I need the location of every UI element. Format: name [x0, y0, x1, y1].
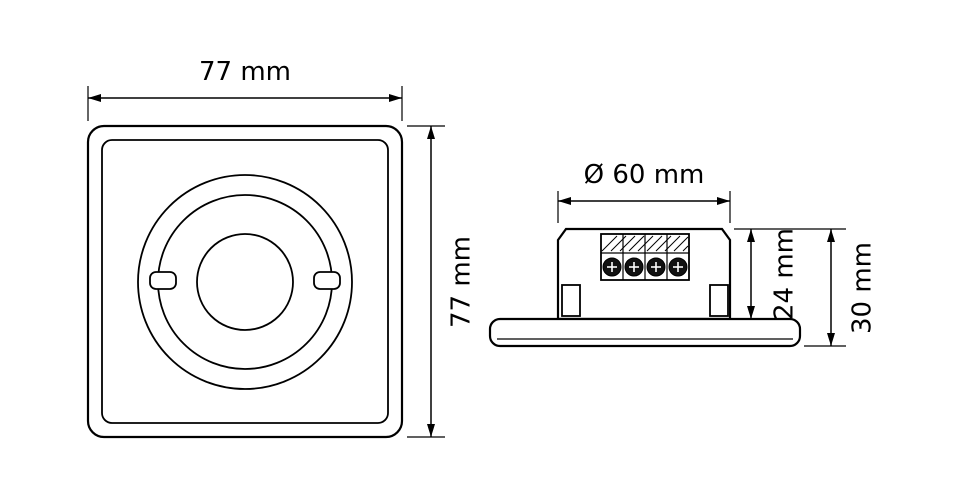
arrow-right [717, 197, 730, 205]
front-width-label: 77 mm [199, 57, 291, 87]
arrow-up [427, 126, 435, 139]
arrow-down [427, 424, 435, 437]
front-outer-ring [137, 174, 353, 390]
side-diameter-dimension: Ø 60 mm [557, 160, 731, 223]
front-height-dimension: 77 mm [407, 125, 477, 438]
side-recess-height-label: 24 mm [770, 228, 800, 320]
arrow-left [558, 197, 571, 205]
terminal-screws [602, 257, 688, 277]
front-lens [196, 233, 294, 331]
arrow-down [747, 306, 755, 319]
side-recess-height-dimension: 24 mm [747, 228, 800, 320]
mounting-clip-right [709, 284, 729, 317]
arrow-up [827, 229, 835, 242]
arrow-up [747, 229, 755, 242]
arrow-right [389, 94, 402, 102]
mounting-clip-left [561, 284, 581, 317]
front-inner-frame [101, 139, 389, 424]
side-view [488, 227, 802, 348]
front-outer-frame [86, 124, 404, 439]
front-view [86, 124, 404, 439]
front-width-dimension: 77 mm [87, 57, 403, 121]
terminal-hatching [601, 235, 689, 252]
front-right-tab [313, 271, 341, 290]
side-total-height-label: 30 mm [848, 242, 878, 334]
side-body [556, 227, 732, 321]
side-flange [488, 317, 802, 348]
side-total-height-dimension: 30 mm [827, 229, 878, 346]
front-height-label: 77 mm [447, 236, 477, 328]
arrow-down [827, 333, 835, 346]
front-left-tab [149, 271, 177, 290]
arrow-left [88, 94, 101, 102]
side-diameter-label: Ø 60 mm [584, 160, 705, 190]
